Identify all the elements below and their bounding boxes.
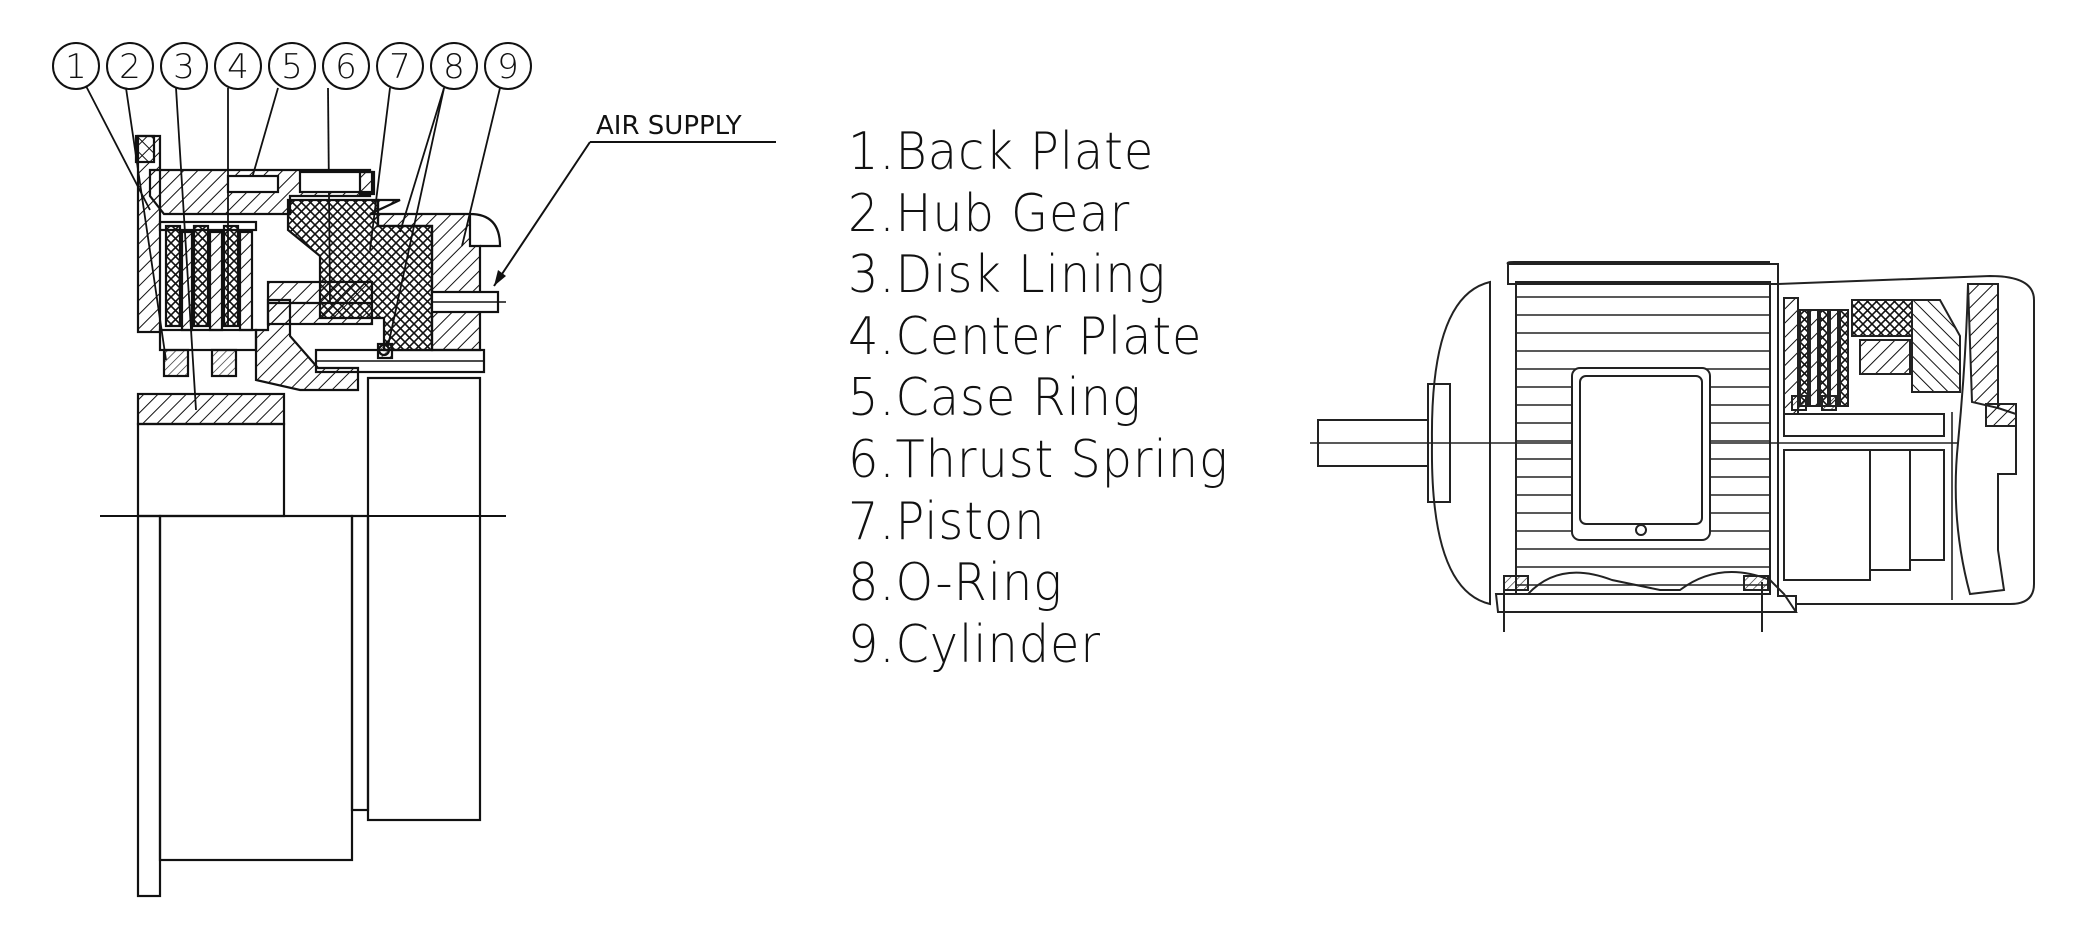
callout-circle: 6 [322,42,370,90]
air-supply-leader [493,141,776,287]
callout-circle: 8 [430,42,478,90]
terminal-box [1571,367,1711,541]
callout-circle: 9 [484,42,532,90]
callout-circle: 3 [160,42,208,90]
mini-cylinder [1911,299,1961,393]
legend-item: 6.Thrust Spring [848,429,1229,490]
callout-number: 7 [389,47,411,87]
callout-number: 8 [443,47,465,87]
back-plate [136,134,162,334]
mini-spring [1859,339,1911,375]
callout-circle: 5 [268,42,316,90]
callout-number: 9 [497,47,519,87]
callout-circle: 1 [52,42,100,90]
callout-circle: 4 [214,42,262,90]
legend-item: 1.Back Plate [848,122,1155,182]
hub-gear-section [136,392,286,426]
callout-number: 3 [173,47,195,87]
cylinder-body [366,376,482,822]
callout-number: 2 [119,47,141,87]
center-plate-a [180,230,194,332]
mini-piston [1851,299,1913,337]
disk-lining [164,224,182,328]
legend-item: 5.Case Ring [848,368,1142,429]
callout-number: 5 [281,47,303,87]
callout-number: 6 [335,47,357,87]
shaft-body [158,514,354,862]
legend-item: 7.Piston [848,491,1046,552]
legend-item: 8.O-Ring [848,553,1063,614]
callout-number: 1 [65,47,87,87]
shaft-flange [136,514,162,898]
callout-circle: 7 [376,42,424,90]
legend-item: 3.Disk Lining [848,245,1167,306]
hub-drum [1869,449,1911,571]
callout-number: 4 [227,47,249,87]
legend-item: 2.Hub Gear [848,183,1131,244]
callout-circle: 2 [106,42,154,90]
motor-assembly-drawing [1310,261,2035,632]
hub-block [136,422,286,518]
hub-web [254,298,360,392]
legend-item: 4.Center Plate [848,306,1203,367]
air-supply-label: AIR SUPPLY [596,111,742,141]
end-bell [1430,280,1491,606]
clutch-housing [1777,274,2035,605]
legend-item: 9.Cylinder [848,614,1101,675]
